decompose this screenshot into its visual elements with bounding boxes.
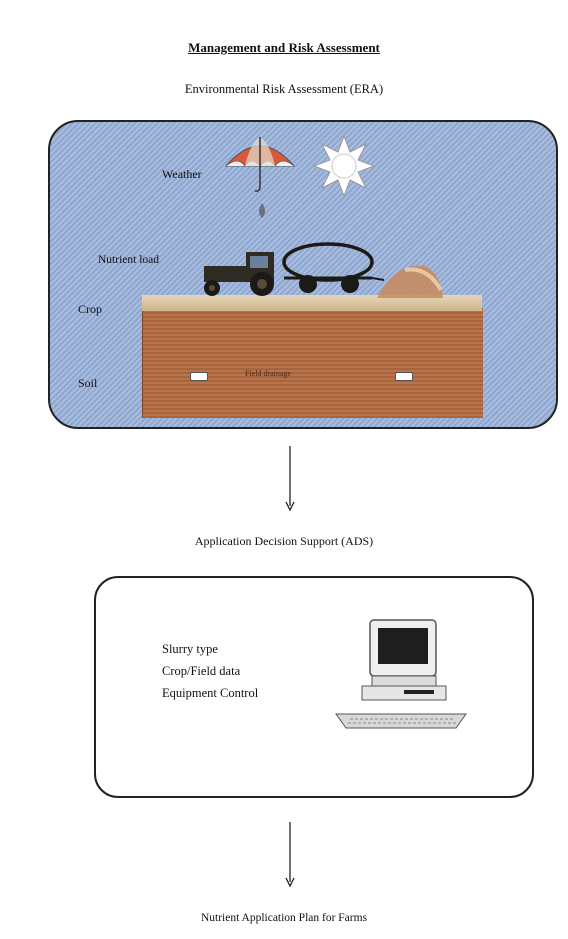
ads-item-crop-field-data: Crop/Field data — [162, 664, 241, 678]
rain-drop-icon — [259, 203, 265, 218]
weather-label: Weather — [162, 167, 202, 181]
field-drainage-label: Field drainage — [245, 369, 291, 378]
soil-layer — [142, 308, 483, 418]
nutrient-load-label: Nutrient load — [98, 254, 159, 266]
down-arrow-1 — [285, 446, 295, 512]
plan-heading: Nutrient Application Plan for Farms — [200, 912, 368, 924]
computer-icon — [335, 619, 467, 729]
drain-pipe-left — [190, 372, 208, 381]
era-panel: Weather Nutrient load Crop Soil Field dr… — [48, 120, 558, 429]
ads-heading: Application Decision Support (ADS) — [194, 534, 374, 548]
soil-label: Soil — [78, 376, 98, 390]
sun-icon — [312, 134, 376, 198]
crop-label: Crop — [78, 302, 102, 316]
drain-pipe-right — [395, 372, 413, 381]
crop-surface — [142, 295, 482, 311]
manure-heap-icon — [377, 265, 443, 298]
diagram-title: Management and Risk Assessment — [188, 40, 380, 55]
down-arrow-2 — [285, 822, 295, 888]
ads-item-equipment-control: Equipment Control — [162, 686, 259, 700]
ads-item-slurry-type: Slurry type — [162, 642, 218, 656]
slurry-tanker-icon — [282, 242, 385, 293]
ads-panel: Slurry type Crop/Field data Equipment Co… — [94, 576, 534, 798]
umbrella-icon — [224, 137, 296, 192]
era-heading: Environmental Risk Assessment (ERA) — [184, 82, 384, 96]
tractor-icon — [204, 252, 274, 296]
